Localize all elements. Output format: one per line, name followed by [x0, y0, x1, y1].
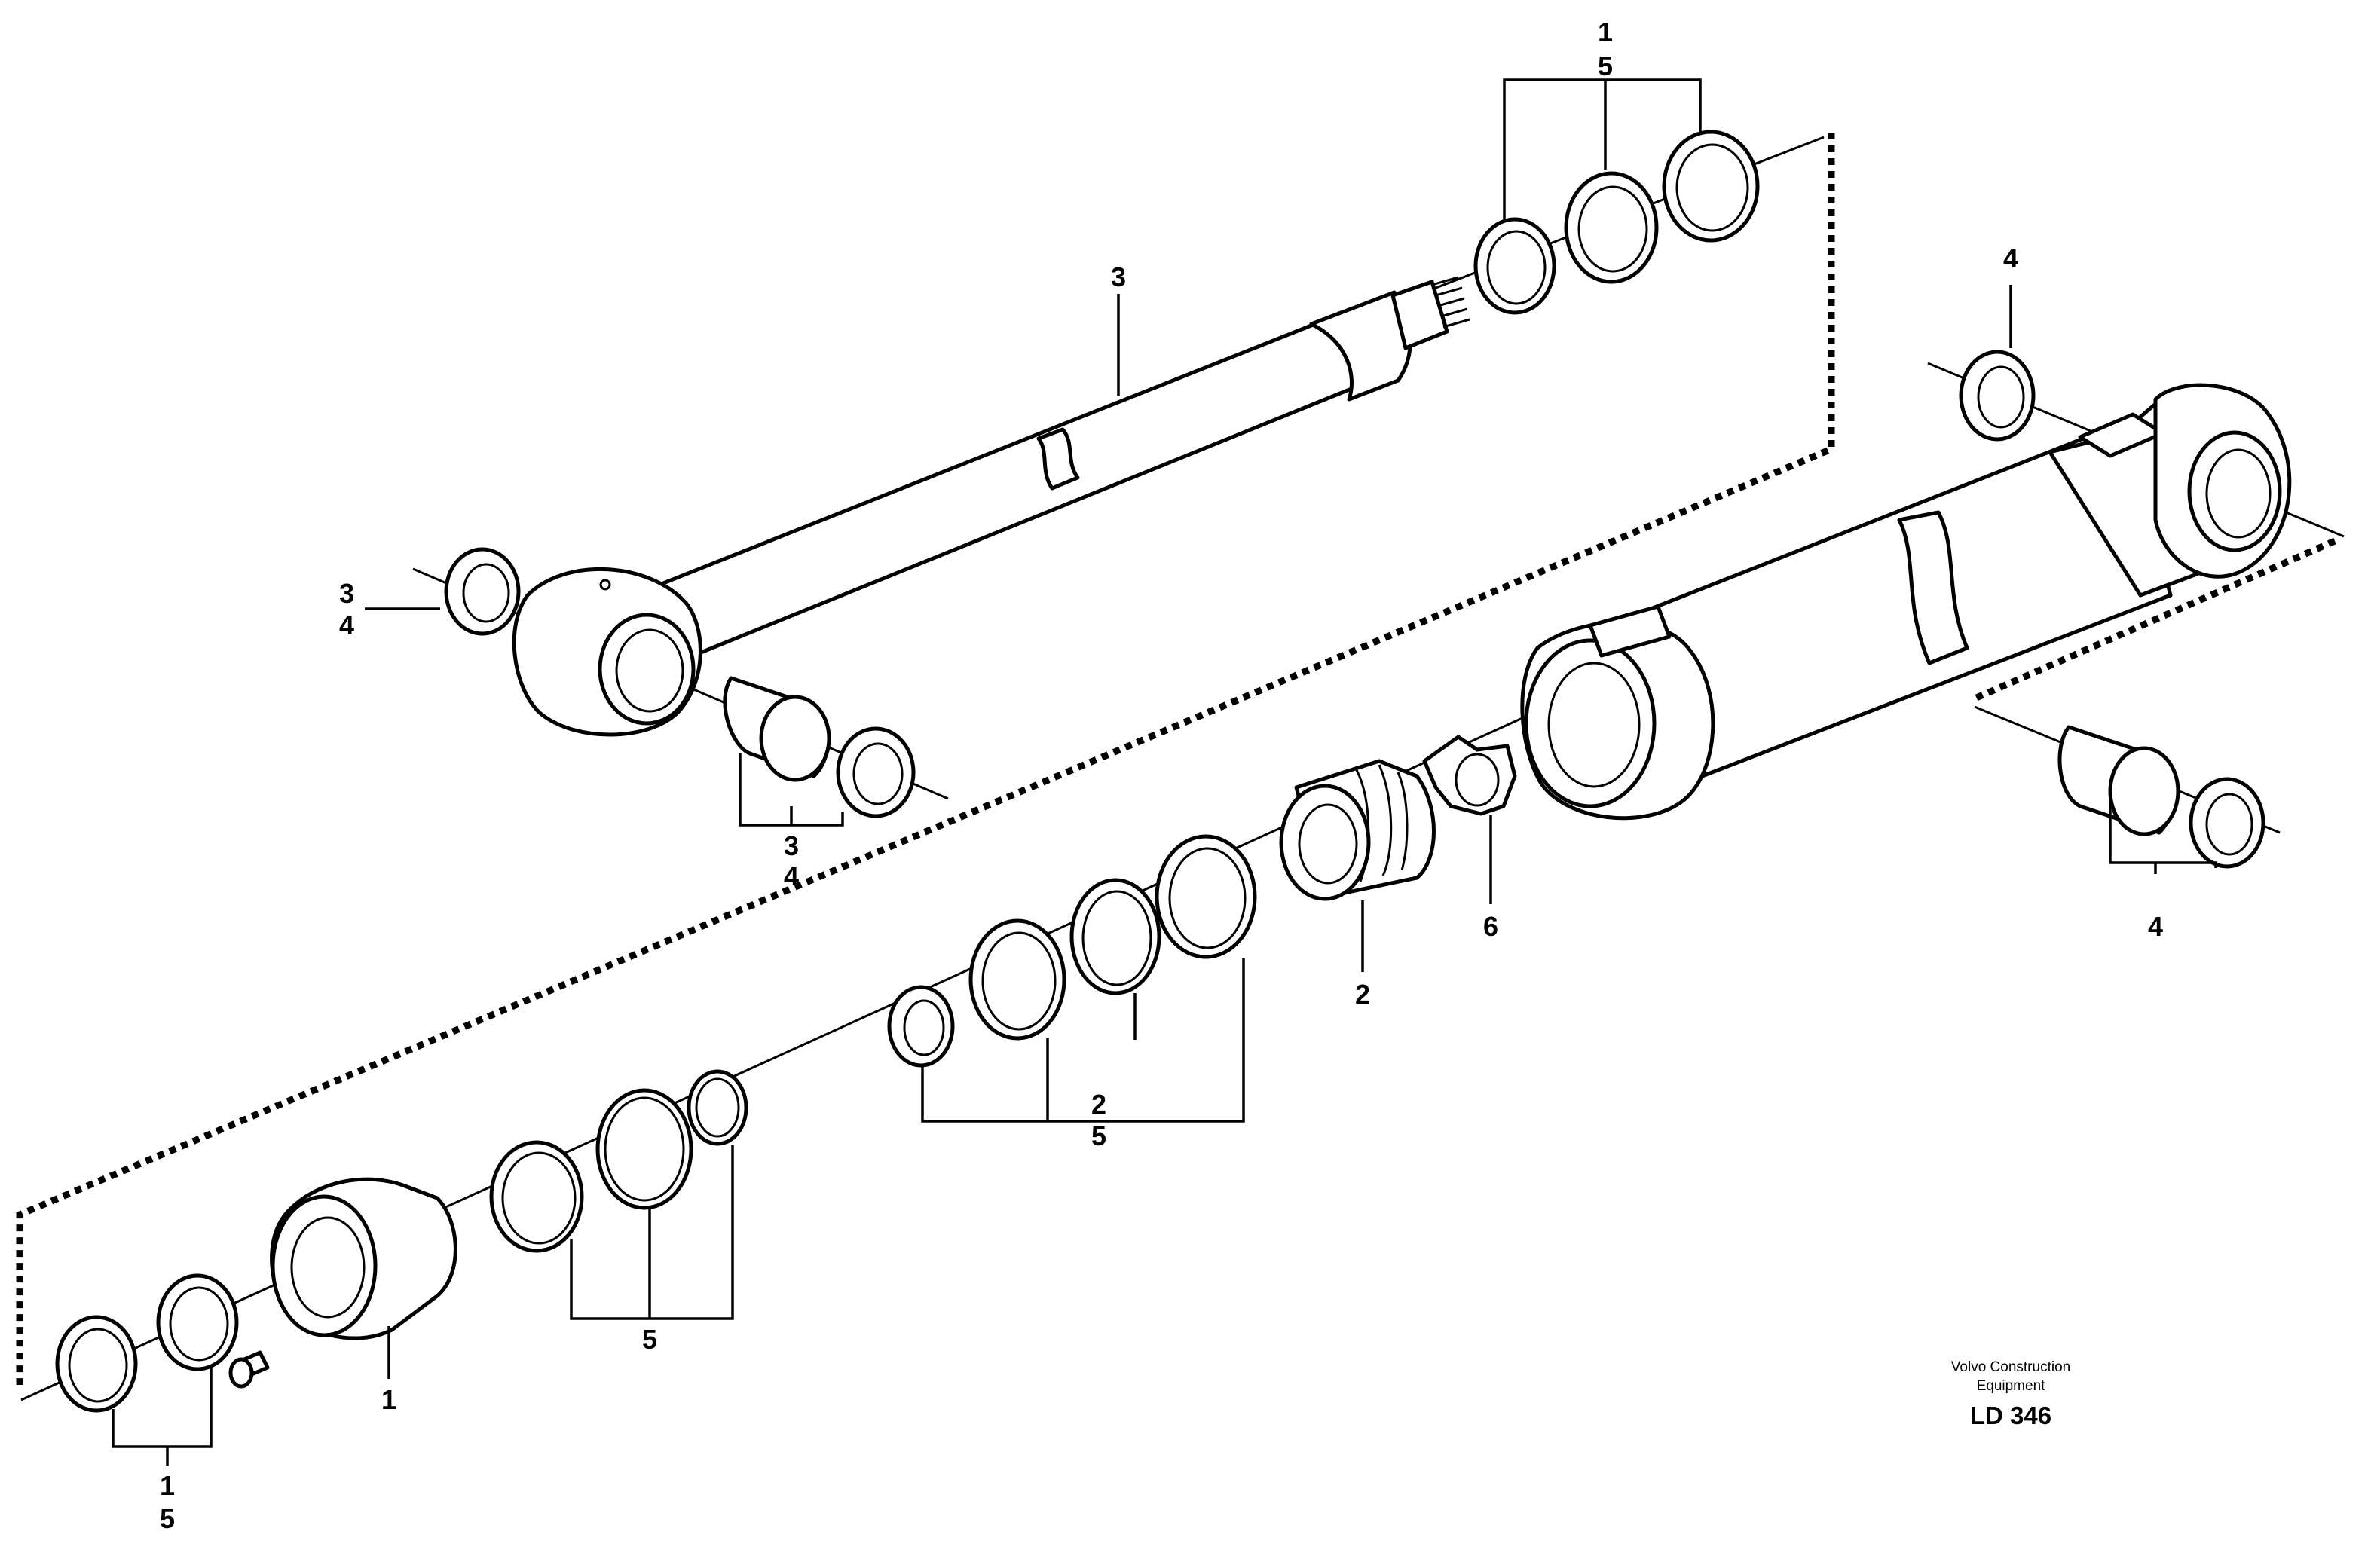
cylinder-end-seal-right: [2189, 777, 2265, 869]
callout-label: 1: [160, 1470, 175, 1501]
callout-label: 4: [339, 610, 354, 640]
rod-end-seal-left: [444, 547, 521, 636]
callout-label: 5: [642, 1324, 657, 1355]
callout-label: 5: [160, 1503, 175, 1534]
callout-label: 5: [1598, 50, 1613, 81]
piston: [1279, 759, 1436, 901]
callout-label: 3: [1111, 261, 1126, 292]
callout-label: 4: [2003, 243, 2018, 274]
credit-line-2: Equipment: [1977, 1378, 2046, 1394]
callout-label: 4: [2148, 911, 2163, 942]
piston-seal-rings: [887, 834, 1257, 1068]
illustration-code: LD 346: [1970, 1401, 2051, 1429]
callout-label: 2: [1355, 979, 1370, 1010]
piston-rod: [512, 276, 1470, 737]
leader-lines: [112, 78, 2217, 1466]
callout-label: 4: [784, 860, 799, 891]
credit-line-1: Volvo Construction: [1951, 1359, 2070, 1375]
callout-o-rings-5: 5: [642, 1324, 657, 1355]
callout-label: 6: [1483, 911, 1498, 942]
callout-label: 5: [1091, 1120, 1106, 1151]
rod-end-bushing: [723, 676, 831, 782]
lock-nut: [1422, 735, 1517, 816]
callout-label: 3: [784, 830, 799, 861]
callout-top-1-5: 1 5: [1598, 17, 1613, 81]
cylinder-end-seal-top: [1959, 350, 2036, 442]
callout-rod-eye-3-4: 3 4: [339, 578, 354, 640]
callout-head-1: 1: [381, 1384, 396, 1415]
callout-bottom-1-5: 1 5: [160, 1470, 175, 1534]
cylinder-end-bushing: [2057, 725, 2180, 836]
publisher-credit: Volvo Construction Equipment LD 346: [1951, 1359, 2070, 1429]
callout-piston-2: 2: [1355, 979, 1370, 1010]
assembly-dashed-lines: [16, 133, 2336, 1385]
callout-cylinder-4-top: 4: [2003, 243, 2018, 274]
callout-lock-nut-6: 6: [1483, 911, 1498, 942]
cylinder-head-o-rings: [489, 1069, 748, 1253]
cylinder-tube: [1520, 383, 2292, 821]
callout-label: 3: [339, 578, 354, 609]
callout-seals-2-5: 2 5: [1091, 1089, 1106, 1151]
callout-rod-3: 3: [1111, 261, 1126, 292]
rod-seal-rings-top: [1473, 130, 1760, 315]
rod-end-seal-right: [836, 726, 916, 818]
callout-label: 1: [1598, 17, 1613, 47]
callout-label: 1: [381, 1384, 396, 1415]
callout-cylinder-4-right: 4: [2148, 911, 2163, 942]
cylinder-head: [228, 1177, 457, 1389]
head-seal-rings: [55, 1273, 239, 1413]
callout-rod-bushing-3-4: 3 4: [784, 830, 799, 891]
callout-label: 2: [1091, 1089, 1106, 1120]
